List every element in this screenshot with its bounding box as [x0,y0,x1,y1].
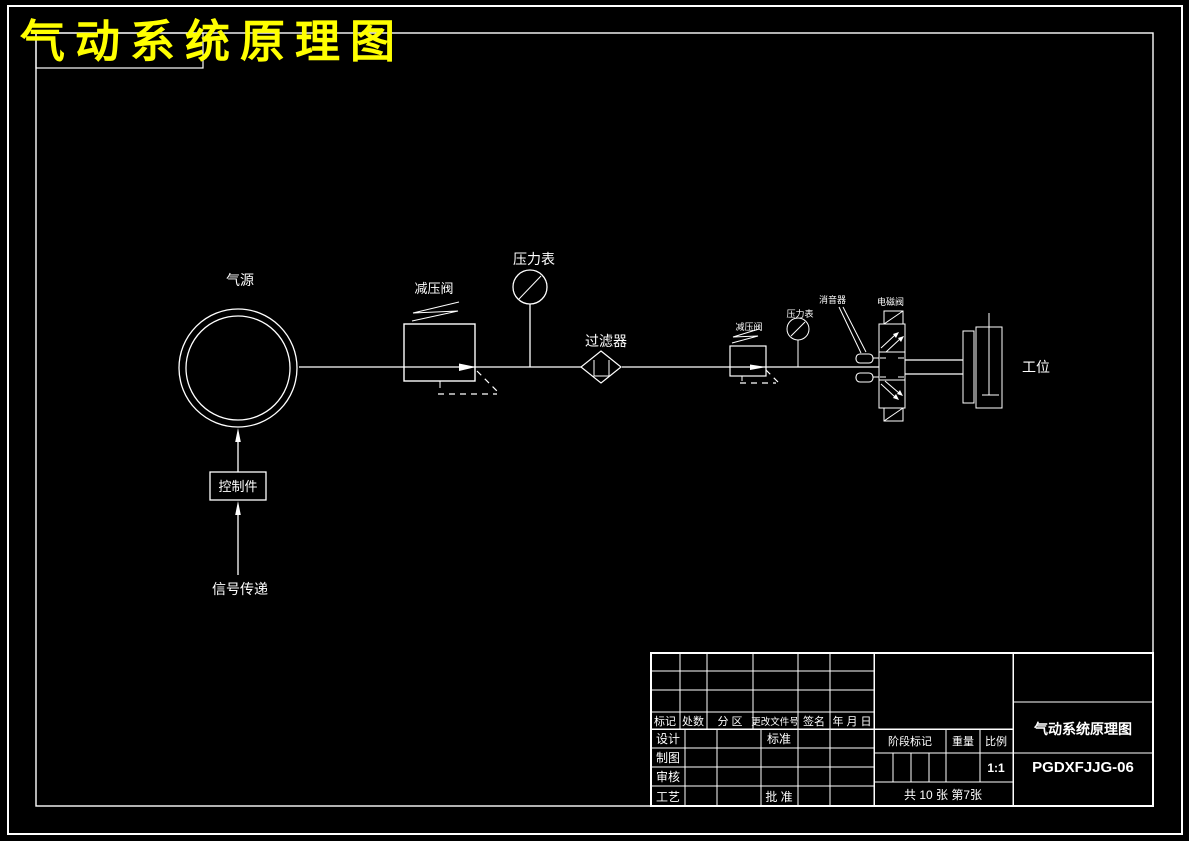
solenoid-coil-bottom [883,407,904,422]
solenoid-valve-label: 电磁阀 [877,296,904,307]
valve-body [403,323,476,382]
title-corner-box [35,32,204,69]
muffler-icon [838,306,879,383]
flow-arrow-icon [750,364,766,370]
air-source-outer-circle [178,308,298,428]
leader-line [838,306,862,354]
signal-label: 信号传递 [212,581,268,597]
pressure-gauge2-label: 压力表 [786,308,813,319]
pilot-dashed-line [765,369,779,383]
pilot-dashed-line [476,370,500,394]
coil-diagonal [883,310,904,325]
control-unit-label: 控制件 [218,479,257,494]
muffler-body [855,353,874,364]
solenoid-valve-icon [878,310,906,422]
gauge-needle [518,275,542,300]
gauge-dial [786,317,810,341]
role-check: 审核 [656,769,680,784]
rev-header-sign: 签名 [803,714,825,728]
flow-arrow-line [885,338,901,353]
page-border [7,5,1183,835]
filter-label: 过滤器 [585,333,627,349]
reducing-valve-icon [403,301,500,395]
flow-arrow-icon [893,332,899,338]
filter-diamond [580,350,622,384]
coil-diagonal [883,407,904,422]
reducing-valve-label: 减压阀 [414,281,453,296]
scale-value: 1:1 [987,761,1005,775]
flow-arrow-line [880,334,896,349]
drawing-title: 气动系统原理图 [1033,721,1132,737]
filter-element [593,360,610,377]
muffler-body [855,372,874,383]
muffler-label: 消音器 [819,294,846,305]
stage-mark-label: 阶段标记 [888,734,932,748]
inner-border [35,32,1154,807]
rev-header-date: 年 月 日 [832,714,871,728]
reducing-valve2-label: 减压阀 [735,321,762,332]
arrow-up-icon [235,501,241,515]
flow-arrow-icon [459,363,476,371]
valve-body [729,345,767,377]
cylinder-icon [905,313,1003,409]
weight-label: 重量 [952,734,974,748]
drawing-number: PGDXFJJG-06 [1032,759,1134,776]
filter-icon [580,350,622,384]
control-unit-box [209,471,267,501]
air-source-inner-circle [185,315,291,421]
role-process: 工艺 [656,790,680,804]
arrow-up-icon [235,428,241,442]
standardization-label: 标准 [767,732,791,746]
gauge-dial [512,269,548,305]
page-title: 气动系统原理图 [19,17,405,67]
rev-header-count: 处数 [682,715,704,728]
air-source-label: 气源 [226,272,254,288]
rev-header-mark: 标记 [654,714,676,728]
flow-arrow-icon [897,390,903,396]
sheet-count: 共 10 张 第7张 [904,788,982,802]
scale-label: 比例 [985,734,1007,748]
control-chain [209,428,267,575]
flow-arrow-line [880,383,896,398]
title-block [650,652,1154,807]
outer-border [7,5,1183,835]
role-draft: 制图 [656,751,680,765]
flow-arrow-line [884,380,900,394]
rev-header-zone: 分 区 [717,715,742,728]
workstation-label: 工位 [1022,359,1050,375]
flow-arrow-icon [898,336,904,342]
rev-header-docno: 更改文件号 [751,716,799,728]
leader-line [842,306,867,353]
pressure-gauge-icon [512,269,548,367]
role-design: 设计 [656,732,680,746]
valve-position-mid [878,351,906,381]
pressure-gauge2-icon [786,317,810,367]
spring-icon [411,301,460,322]
air-source-icon [178,308,298,428]
reducing-valve2-icon [729,328,779,384]
flow-arrow-icon [893,394,899,400]
gauge-needle [790,321,806,337]
cylinder-mount [962,330,975,404]
pressure-gauge-label: 压力表 [513,251,555,267]
approval-label: 批 准 [765,789,792,804]
spring-icon [731,328,760,344]
